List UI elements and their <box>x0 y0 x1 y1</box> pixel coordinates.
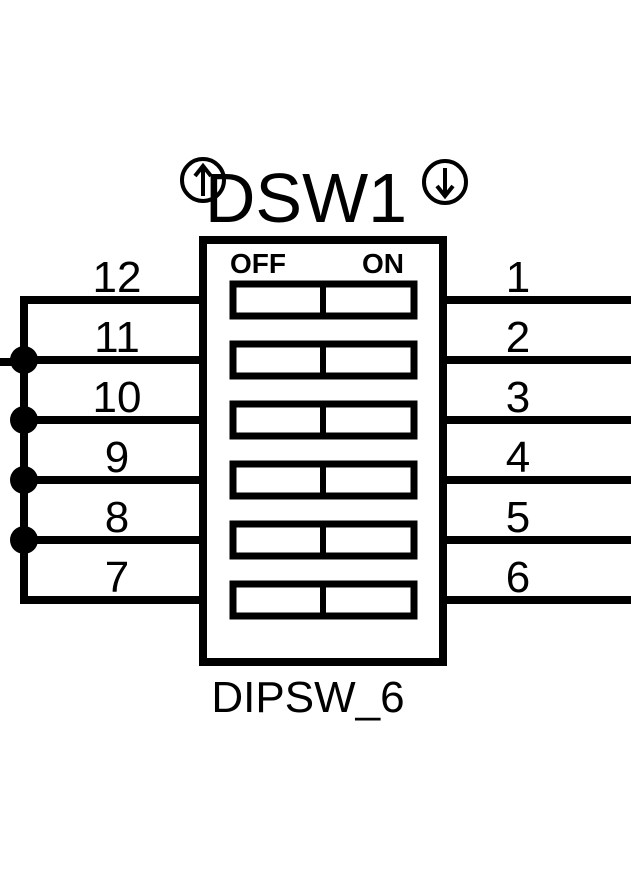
right-pin-number: 2 <box>506 313 530 362</box>
reference-designator: DSW1 <box>205 159 407 237</box>
junction-dots <box>10 346 38 554</box>
left-pin-number: 11 <box>94 313 140 362</box>
left-pin-number: 12 <box>93 253 142 302</box>
left-pin-number: 9 <box>105 433 129 482</box>
junction-dot <box>10 466 38 494</box>
right-pin-labels: 1 2 3 4 5 6 <box>506 253 530 602</box>
component-value: DIPSW_6 <box>211 673 404 722</box>
right-pin-number: 4 <box>506 433 530 482</box>
junction-dot <box>10 406 38 434</box>
right-pin-number: 3 <box>506 373 530 422</box>
left-pin-number: 10 <box>93 373 142 422</box>
rotate-ccw-icon <box>180 157 226 203</box>
switch-array <box>229 280 418 620</box>
right-pin-wires <box>443 296 631 604</box>
arrow-down-circle-icon <box>422 159 468 205</box>
junction-dot <box>10 526 38 554</box>
off-label: OFF <box>230 248 286 279</box>
right-pin-number: 6 <box>506 553 530 602</box>
junction-dot <box>10 346 38 374</box>
right-pin-number: 1 <box>506 253 530 302</box>
on-label: ON <box>362 248 404 279</box>
left-pin-number: 8 <box>105 493 129 542</box>
left-pin-number: 7 <box>105 553 129 602</box>
right-pin-number: 5 <box>506 493 530 542</box>
left-pin-wires <box>24 296 203 604</box>
left-pin-labels: 12 11 10 9 8 7 <box>93 253 142 602</box>
